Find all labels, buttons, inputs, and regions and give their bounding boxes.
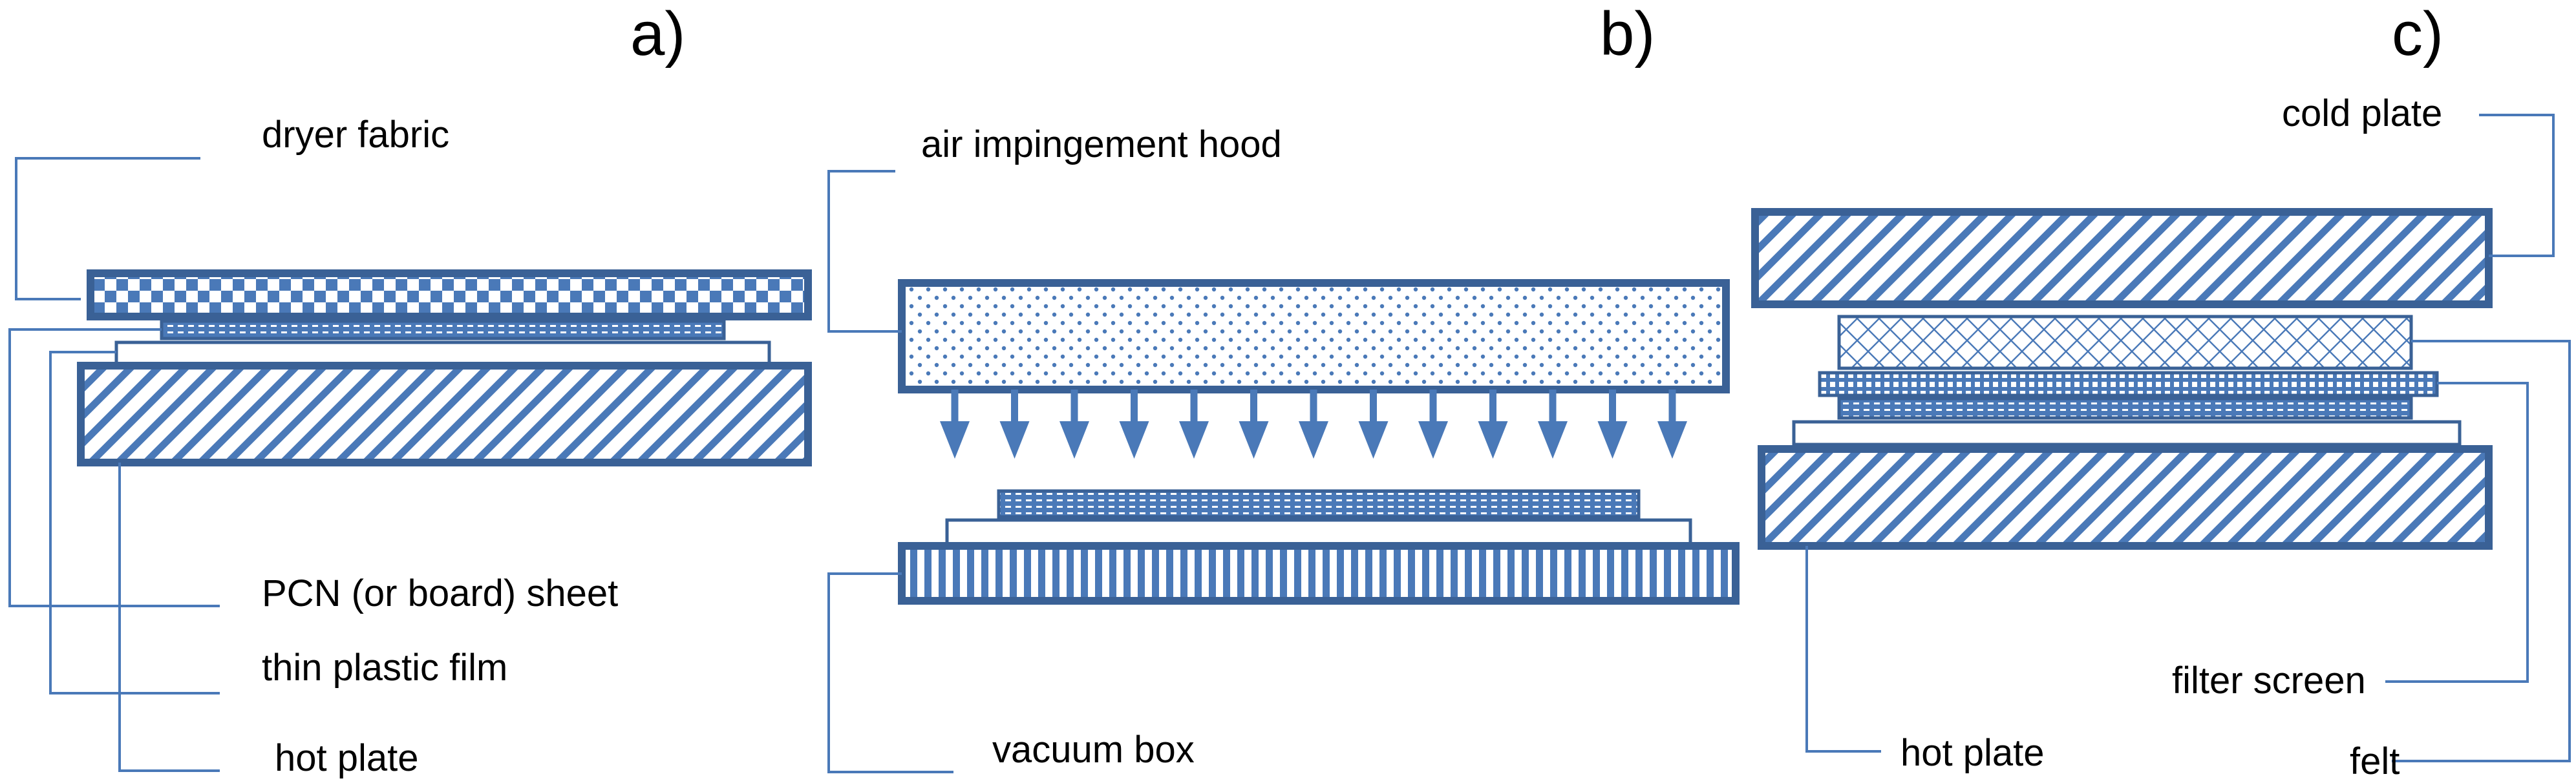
air-arrow-head (1538, 421, 1568, 459)
filter-screen-layer (1818, 371, 2439, 397)
pcn-sheet-label: PCN (or board) sheet (262, 572, 618, 614)
pcn-sheet-leader (8, 328, 220, 607)
air-arrow-head (1119, 421, 1149, 459)
air-arrow-head (1597, 421, 1628, 459)
felt-label: felt (2350, 740, 2400, 782)
air-arrow-head (999, 421, 1030, 459)
air-hood-leader (827, 170, 902, 333)
air-hood-label: air impingement hood (921, 123, 1282, 165)
vacuum-box-layer (898, 542, 1740, 605)
panel-b-title: b) (1600, 0, 1655, 68)
air-arrow-head (1657, 421, 1687, 459)
hot-plate-c-label: hot plate (1900, 732, 2045, 774)
cold-plate-leader (2479, 114, 2555, 257)
dryer-fabric-label: dryer fabric (262, 114, 449, 156)
hot-plate-c-layer (1758, 445, 2493, 550)
plastic-film-layer (114, 340, 771, 367)
dryer-fabric-leader (15, 157, 200, 300)
air-arrow-head (1239, 421, 1269, 459)
panel-a-title: a) (630, 0, 685, 68)
panel-a: dryer fabric PCN (or board) sheet thin p… (8, 114, 812, 779)
air-hood-layer (898, 279, 1730, 393)
panel-b: air impingement hood vacuum box (827, 123, 1740, 773)
pcn-sheet-layer (160, 319, 726, 340)
air-flow-arrows (940, 390, 1687, 459)
filter-screen-label: filter screen (2172, 660, 2366, 702)
panel-c: cold plate filter screen hot plate felt (1751, 92, 2571, 782)
air-arrow-head (1418, 421, 1448, 459)
filter-screen-leader (2385, 382, 2529, 683)
vacuum-box-label: vacuum box (992, 729, 1195, 771)
hot-plate-a-leader (118, 463, 220, 772)
plastic-film-label: thin plastic film (262, 647, 507, 689)
air-arrow-head (1179, 421, 1209, 459)
hot-plate-c-leader (1805, 546, 1881, 753)
pcn-sheet-c-layer (1837, 397, 2413, 420)
air-arrow-head (1299, 421, 1328, 459)
vacuum-box-leader (827, 572, 953, 773)
hot-plate-a-label: hot plate (275, 737, 419, 779)
panel-c-title: c) (2392, 0, 2443, 68)
plastic-film-c-layer (1792, 420, 2462, 446)
air-arrow-head (940, 421, 970, 459)
air-arrow-head (1358, 421, 1389, 459)
dryer-fabric-layer (87, 269, 812, 320)
felt-layer (1837, 315, 2413, 370)
hot-plate-a-layer (77, 362, 812, 466)
air-arrow-head (1478, 421, 1508, 459)
plastic-film-leader (49, 351, 220, 694)
cold-plate-label: cold plate (2282, 92, 2442, 134)
cold-plate-layer (1751, 208, 2493, 308)
air-arrow-head (1059, 421, 1089, 459)
felt-leader (2392, 340, 2571, 762)
pcn-sheet-b-layer (997, 489, 1641, 519)
